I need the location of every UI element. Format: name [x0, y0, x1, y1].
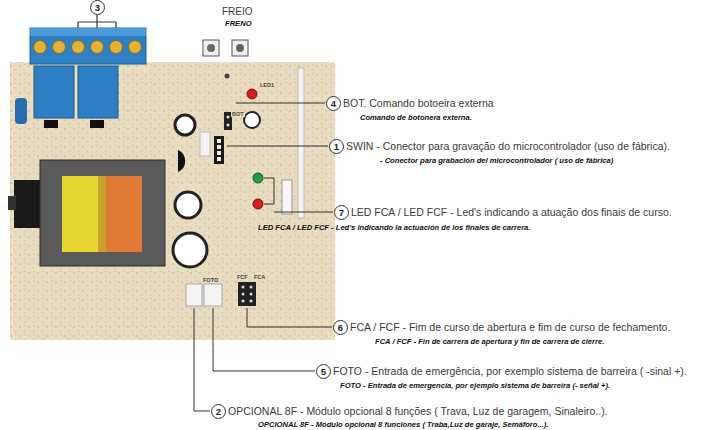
silkscreen-label: BOT — [231, 111, 245, 117]
terminal-block — [30, 28, 146, 64]
leader-line — [194, 103, 333, 411]
description-text: SWIN - Conector para gravação do microco… — [346, 140, 670, 153]
diode-bridge — [178, 150, 185, 172]
description-text: LED FCA / LED FCF - Led's indicando a at… — [351, 206, 672, 219]
silkscreen-label: LED1 — [259, 82, 275, 88]
electrolytic-capacitor — [173, 233, 207, 267]
description-text: OPCIONAL 8F - Módulo opcional 8 funções … — [228, 405, 608, 418]
fuse-holder — [14, 180, 40, 228]
capacitor — [15, 98, 27, 124]
translation-text: FRENO — [225, 19, 252, 28]
translation-text: OPCIONAL 8F - Módulo opcional 8 funcione… — [258, 420, 548, 429]
via — [225, 74, 230, 79]
limit-switch-connector — [282, 180, 292, 214]
transformer — [40, 160, 165, 266]
electrolytic-capacitor — [175, 192, 201, 218]
push-button — [203, 40, 248, 56]
foto-connector — [204, 284, 222, 306]
callout-number: 4 — [326, 96, 341, 111]
silkscreen-label: FCA — [253, 274, 266, 280]
swin-connector — [214, 136, 224, 164]
pcb-board — [10, 62, 335, 340]
description-text: BOT. Comando botoeira externa — [343, 97, 494, 110]
heading-label: FREIO — [222, 6, 253, 18]
callout-number: 1 — [329, 139, 344, 154]
callout-number: 6 — [333, 320, 348, 335]
silkscreen-label: FCF — [236, 274, 249, 280]
antenna-strip — [298, 68, 304, 218]
component — [200, 132, 210, 156]
translation-text: Comando de botonera externa. — [360, 113, 472, 122]
callout-number: 3 — [90, 0, 105, 15]
callout-number: 2 — [211, 404, 226, 419]
translation-text: FOTO - Entrada de emergencia, por ejempl… — [340, 381, 610, 390]
optional-connector — [186, 284, 202, 306]
translation-text: - Conector para grabación del microcontr… — [380, 156, 613, 165]
translation-text: LED FCA / LED FCF - Led's indicando la a… — [258, 223, 530, 232]
relay — [34, 66, 118, 128]
fuse-holder — [8, 196, 16, 210]
fca-fcf-header — [238, 282, 256, 306]
led-red — [253, 199, 263, 209]
callout-number: 7 — [334, 205, 349, 220]
silkscreen-label: FOTO — [202, 277, 219, 283]
description-text: FCA / FCF - Fim de curso de abertura e f… — [350, 321, 670, 334]
led-green — [253, 173, 263, 183]
electrolytic-capacitor — [175, 115, 195, 135]
description-text: FOTO - Entrada de emergência, por exempl… — [333, 365, 687, 378]
translation-text: FCA / FCF - Fin de carrera de apertura y… — [375, 337, 604, 346]
buzzer — [244, 112, 260, 128]
callout-number: 5 — [316, 364, 331, 379]
led-red — [247, 89, 257, 99]
